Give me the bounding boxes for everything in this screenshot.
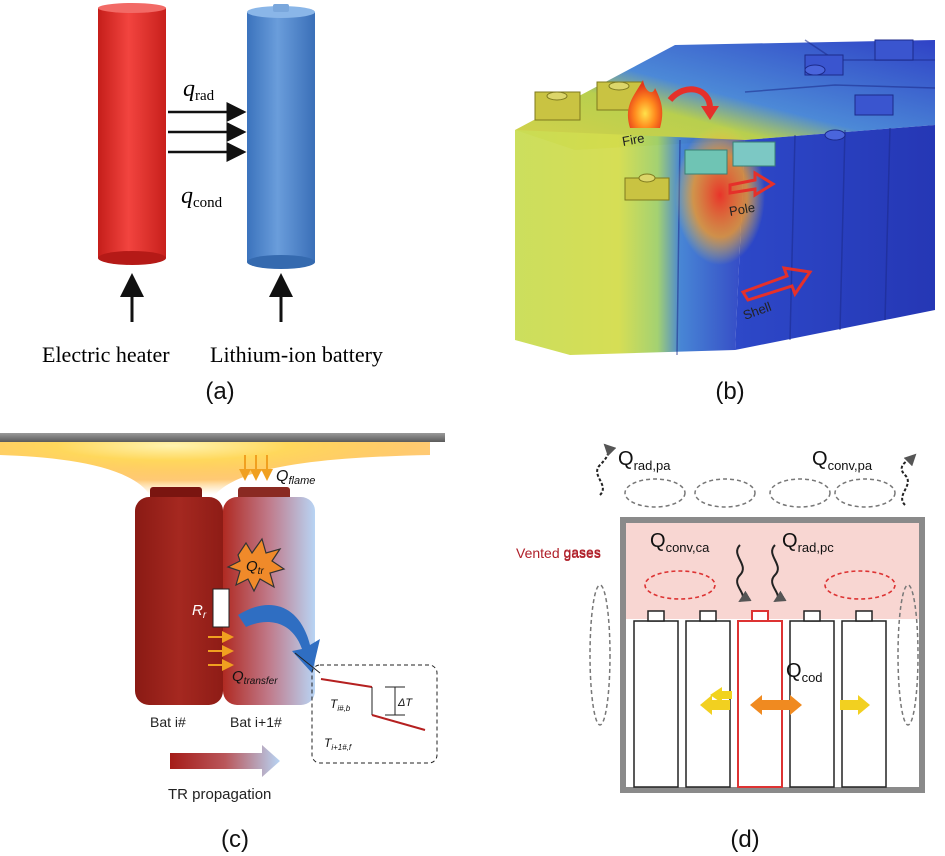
bat-i1-label: Bat i+1# [230,714,282,730]
flame-plume [0,440,430,495]
electric-heater-cylinder [98,3,166,265]
inner-convection-loops [644,570,896,600]
t-ib-label: Ti#,b [330,697,351,713]
q-conv-ca-label: Qconv,ca [650,530,710,555]
temp-line-left [320,678,373,688]
battery-terminal [273,4,289,12]
outer-convection-loops [589,478,919,726]
thermal-runaway-burst-icon [226,537,286,593]
temp-line-right [371,714,426,731]
r-label: Rr [192,602,207,621]
battery-cells [633,610,887,788]
vented-gases-label: Vented gases [560,544,601,560]
pole-arrow-icon [728,170,776,198]
zoom-detail-box [311,664,438,764]
panel-d-caption: (d) [730,826,760,853]
panel-a-diagram: qrad qcond Electric heater Lithium-ion b… [42,3,383,367]
heat-flux-arrows [168,102,247,162]
top-plate [0,433,445,442]
lithium-battery-cylinder [247,4,315,269]
battery-i [135,487,223,705]
t-i1f-label: Ti+1#,f [324,736,352,752]
tr-propagation-arrow [170,745,280,777]
pole-label: Pole [728,200,756,219]
fire-flame-icon [627,80,663,128]
q-cond-label: qcond [181,183,223,211]
lithium-battery-label: Lithium-ion battery [210,342,383,367]
panel-b-caption: (b) [715,378,745,405]
bat-i-label: Bat i# [150,714,186,730]
panel-d-diagram: Qrad,pa Qconv,pa Qconv,ca Qrad,pc Qcod V… [560,443,925,793]
thermal-resistance-box [212,588,230,628]
q-transfer-label: Qtransfer [232,668,278,687]
q-rad-label: qrad [183,76,215,104]
panel-b-simulation: Fire Pole Shell [515,39,936,356]
flame-heat-arrows [239,455,273,481]
q-cod-label: Qcod [786,660,823,685]
electric-heater-label: Electric heater [42,342,170,367]
radiation-squiggles [596,443,917,603]
shell-arrow-icon [740,266,813,302]
q-flame-label: Qflame [276,468,315,487]
q-rad-pc-label: Qrad,pc [782,530,834,555]
vented-gases-text: Vented gases [516,545,601,561]
q-conv-pa-label: Qconv,pa [812,448,873,473]
panel-c-caption: (c) [221,826,249,853]
fire-label: Fire [621,130,646,149]
panel-a-caption: (a) [205,378,235,405]
curved-arrow-icon [667,86,713,109]
q-tr-label: Qtr [246,558,264,577]
support-arrows [120,273,293,322]
cod-arrows [700,695,870,715]
delta-t-label: ΔT [397,697,413,709]
q-rad-pa-label: Qrad,pa [618,448,671,473]
transfer-arrows [208,631,234,671]
tr-propagation-label: TR propagation [168,786,271,803]
panel-c-diagram: Qflame Qtr Rr Qtransfer Bat i# Bat i+1# … [0,433,445,803]
cell-arrow-left-yellow [710,687,732,703]
